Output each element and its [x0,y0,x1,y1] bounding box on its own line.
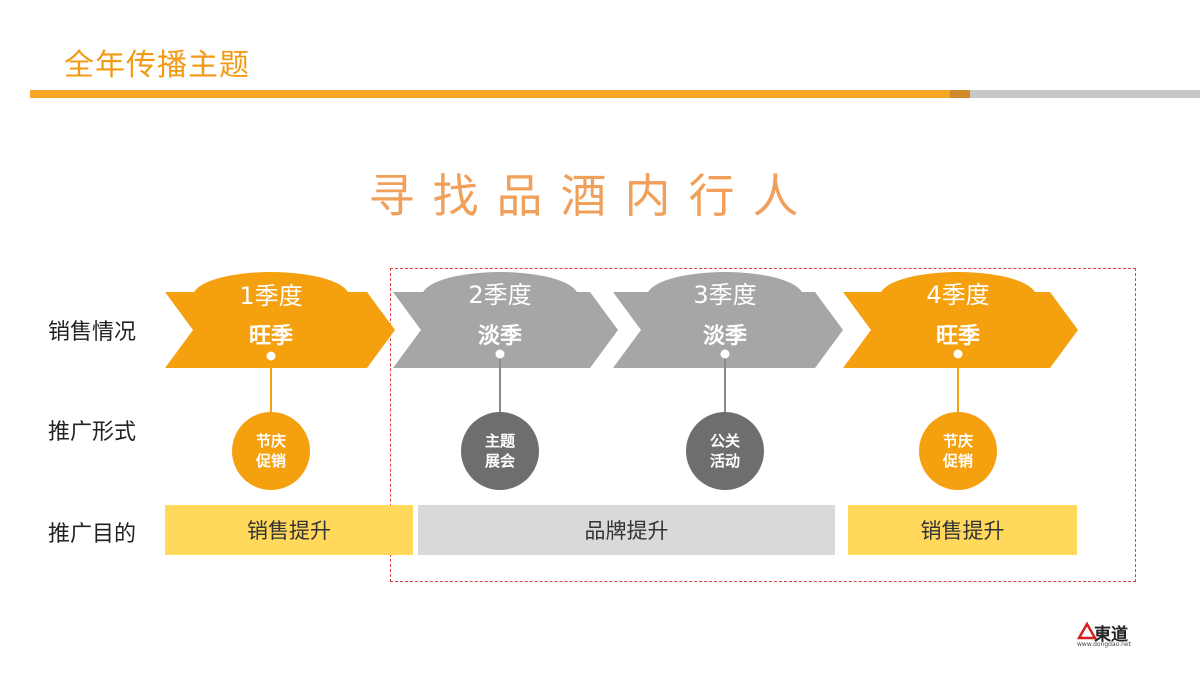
title-underline [30,90,950,98]
quarter-chevron-q2 [393,292,618,368]
connector-dot [495,349,505,359]
connector-dot [953,349,963,359]
connector-dot [720,349,730,359]
season-label: 淡季 [702,324,747,349]
promotion-form-circle: 节庆促销 [232,412,310,490]
row-label-purpose: 推广目的 [48,522,137,547]
logo-subtext: www.dongdao.net [1077,641,1131,648]
title-underline-gray [970,90,1200,98]
row-label-form: 推广形式 [48,420,137,445]
row-label-sales: 销售情况 [48,320,137,345]
offseason-highlight-box [390,268,1136,582]
logo-text: 東道 [1094,625,1128,645]
purpose-box-q4: 销售提升 [848,505,1077,555]
quarter-chevron-q4 [843,292,1078,368]
promotion-form-label: 节庆促销 [942,432,973,470]
page-title: 全年传播主题 [64,48,250,83]
purpose-label: 品牌提升 [584,519,669,543]
promotion-form-circle: 节庆促销 [919,412,997,490]
headline: 寻找品酒内行人 [368,169,817,223]
promotion-form-circle: 主题展会 [461,412,539,490]
season-label: 淡季 [477,324,522,349]
quarter-label: 4季度 [926,281,990,309]
season-label: 旺季 [935,324,980,349]
quarter-label: 2季度 [468,281,532,309]
promotion-form-label: 主题展会 [484,432,515,470]
promotion-form-label: 节庆促销 [255,432,286,470]
purpose-box-q1: 销售提升 [165,505,413,555]
quarter-label: 3季度 [693,281,757,309]
connector-dot [266,351,276,361]
promotion-form-label: 公关活动 [709,432,740,470]
season-label: 旺季 [248,324,293,349]
title-underline-accent [950,90,970,98]
purpose-box-q2-q3: 品牌提升 [418,505,835,555]
quarter-chevron-q1 [165,292,395,368]
quarter-chevron-q3 [613,292,843,368]
quarter-label: 1季度 [239,282,303,310]
promotion-form-circle: 公关活动 [686,412,764,490]
purpose-label: 销售提升 [920,519,1005,543]
triangle-logo-icon [1077,621,1098,640]
purpose-label: 销售提升 [247,519,331,543]
